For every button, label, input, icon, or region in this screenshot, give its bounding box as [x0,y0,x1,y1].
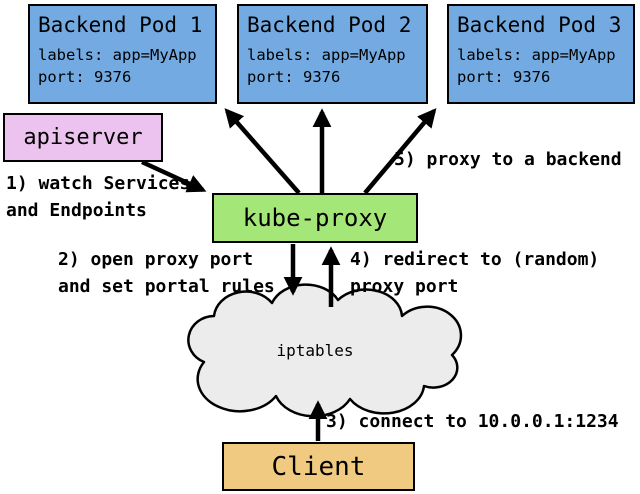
pod-1-port: port: 9376 [38,68,132,86]
backend-pod-1-box: Backend Pod 1 labels: app=MyApp port: 93… [28,4,217,104]
pod-3-labels: labels: app=MyApp [457,46,616,64]
client-label: Client [271,451,366,482]
pod-2-port: port: 9376 [247,68,341,86]
iptables-label: iptables [276,341,354,360]
kube-proxy-label: kube-proxy [242,204,388,232]
backend-pod-2-box: Backend Pod 2 labels: app=MyApp port: 93… [237,4,428,104]
client-box: Client [222,442,415,491]
apiserver-label: apiserver [23,125,143,150]
pod-2-labels: labels: app=MyApp [247,46,406,64]
pod-3-port: port: 9376 [457,68,551,86]
pod-1-labels: labels: app=MyApp [38,46,197,64]
annotation-step5-proxy-backend: 5) proxy to a backend [394,149,622,170]
apiserver-box: apiserver [3,113,163,162]
pod-3-title: Backend Pod 3 [457,13,622,37]
backend-pod-3-box: Backend Pod 3 labels: app=MyApp port: 93… [447,4,635,104]
annotation-step1-watch-services: 1) watch Services and Endpoints [6,173,191,221]
annotation-step3-connect: 3) connect to 10.0.0.1:1234 [326,411,619,432]
pod-2-title: Backend Pod 2 [247,13,412,37]
iptables-cloud-shape [187,283,463,418]
arrow-kubeproxy-to-pod3 [363,108,437,195]
arrow-apiserver-to-kubeproxy [141,159,207,193]
arrow-kubeproxy-to-pod1 [224,108,301,195]
annotation-step2-open-proxy-port: 2) open proxy port and set portal rules [58,249,275,297]
annotation-step4-redirect: 4) redirect to (random) proxy port [350,249,600,297]
kube-proxy-box: kube-proxy [212,193,418,243]
pod-1-title: Backend Pod 1 [38,13,203,37]
